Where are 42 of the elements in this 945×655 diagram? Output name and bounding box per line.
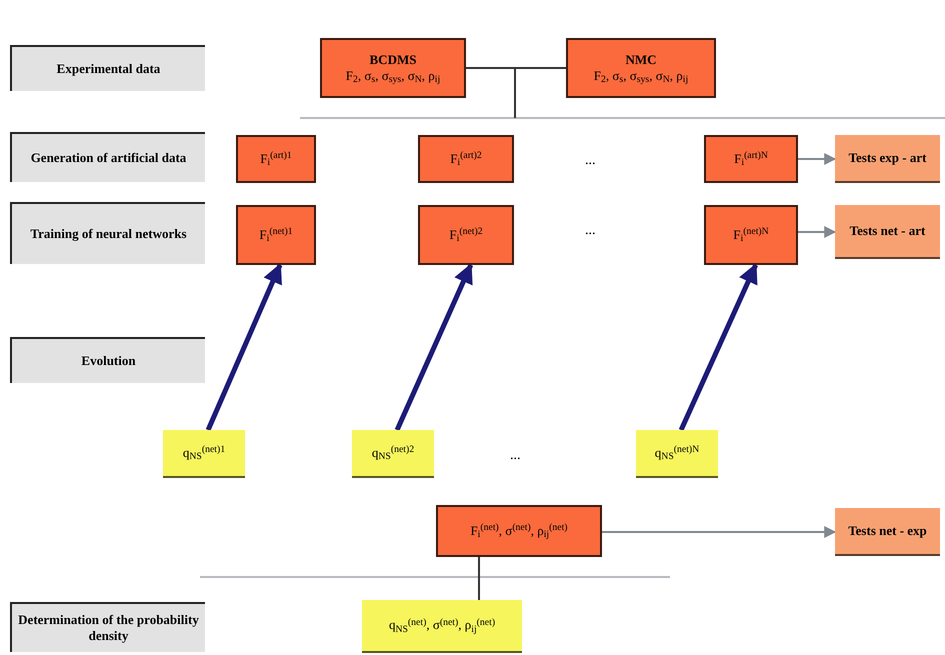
box-text: Experimental data [56,60,160,78]
ellipsis-text: ... [510,447,520,465]
process-box [436,505,602,557]
box-text: Generation of artificial data [30,150,186,166]
result-box [163,430,245,478]
stage-label-box [10,132,205,182]
test-box [835,135,940,183]
stage-label-box [10,337,205,383]
test-box [835,508,940,556]
process-box [418,205,514,265]
box-title: BCDMS [370,52,416,68]
process-box [418,135,514,183]
box-text: Tests net - art [850,222,926,240]
arrow [798,226,836,238]
stage-label-box [10,45,205,91]
box-text: F$_{2}$, σ$_{s}$, σ$_{sys}$, σ$_{N}$, ρ$_{ij}$ [594,68,688,84]
process-box [236,205,316,265]
process-box [566,38,716,98]
stage-label-box [10,202,205,264]
result-box [636,430,718,478]
ellipsis-text: ... [585,152,596,170]
process-box [236,135,316,183]
box-text: Training of neural networks [30,226,187,242]
box-text: Tests exp - art [848,150,926,166]
process-box [704,135,798,183]
test-box [835,205,940,259]
arrow [678,263,758,432]
box-text: Tests net - exp [848,522,927,540]
stage-label-box [10,602,205,652]
box-text: F$_{2}$, σ$_{s}$, σ$_{sys}$, σ$_{N}$, ρ$_{ij}$ [346,68,440,84]
box-text: Determination of the probability density [17,612,200,644]
process-box [704,205,798,265]
box-title: NMC [625,52,657,68]
arrow [394,263,474,432]
box-text: Evolution [81,352,136,370]
arrow [798,153,836,165]
ellipsis-text: ... [585,222,596,240]
arrow [206,263,282,431]
result-box [362,600,522,653]
process-box [320,38,466,98]
result-box [352,430,434,478]
arrow [602,526,836,538]
